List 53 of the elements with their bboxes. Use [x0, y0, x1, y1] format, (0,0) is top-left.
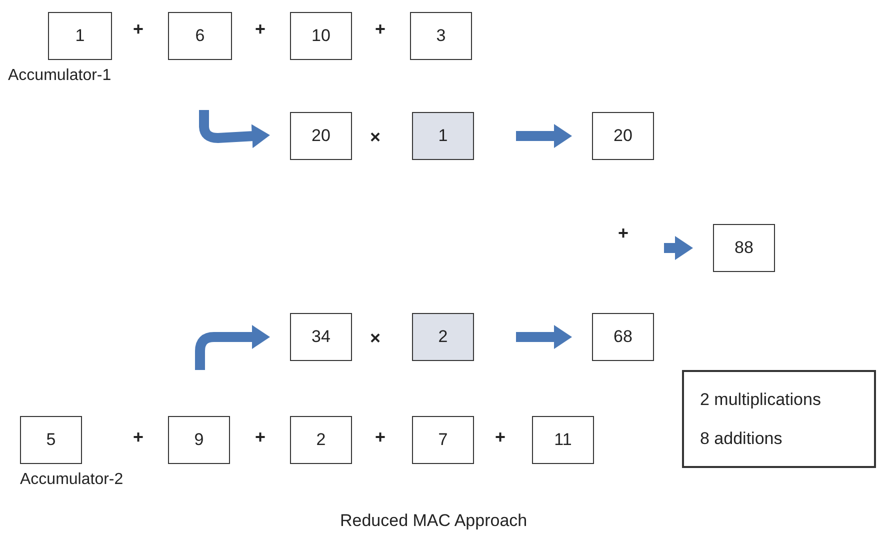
accumulator-label: Accumulator-2 [20, 470, 124, 490]
value-box [713, 224, 775, 272]
summary-text: 8 additions [700, 428, 784, 450]
value-box [168, 416, 230, 464]
value-box [20, 416, 82, 464]
value-text: 34 [312, 326, 330, 348]
operator-symbol: + [375, 18, 386, 41]
value-box [532, 416, 594, 464]
summary-box [682, 370, 876, 468]
value-box [290, 416, 352, 464]
value-text: 11 [554, 429, 572, 451]
operator-symbol: + [375, 426, 386, 449]
value-text: 68 [614, 326, 632, 348]
operator-symbol: + [255, 426, 266, 449]
block-arrow [199, 110, 270, 148]
value-text: 88 [734, 237, 754, 259]
value-text: 10 [312, 25, 330, 47]
value-box [290, 112, 352, 160]
value-box [592, 313, 654, 361]
value-text: 20 [614, 125, 632, 147]
accumulator-label: Accumulator-1 [8, 66, 112, 86]
operator-symbol: + [618, 222, 629, 245]
operator-symbol: + [255, 18, 266, 41]
value-text: 2 [438, 326, 448, 348]
value-text: 20 [312, 125, 330, 147]
value-text: 5 [46, 429, 56, 451]
block-arrow [195, 325, 270, 370]
block-arrow [664, 236, 693, 260]
value-box [412, 416, 474, 464]
value-box [168, 12, 232, 60]
operator-symbol: + [133, 426, 144, 449]
value-box [48, 12, 112, 60]
value-box [592, 112, 654, 160]
value-text: 9 [194, 429, 204, 451]
summary-text: 2 multiplications [700, 388, 822, 410]
value-text: 6 [195, 25, 205, 47]
value-box [410, 12, 472, 60]
value-text: 2 [316, 429, 326, 451]
operator-symbol: + [495, 426, 506, 449]
value-box [412, 313, 474, 361]
value-text: 1 [438, 125, 448, 147]
value-text: 7 [438, 429, 448, 451]
caption: Reduced MAC Approach [340, 510, 528, 532]
operator-symbol: × [370, 327, 381, 350]
value-text: 1 [75, 25, 85, 47]
value-text: 3 [436, 25, 446, 47]
value-box [290, 313, 352, 361]
value-box [290, 12, 352, 60]
block-arrow [516, 325, 572, 349]
block-arrow [516, 124, 572, 148]
operator-symbol: × [370, 126, 381, 149]
value-box [412, 112, 474, 160]
operator-symbol: + [133, 18, 144, 41]
